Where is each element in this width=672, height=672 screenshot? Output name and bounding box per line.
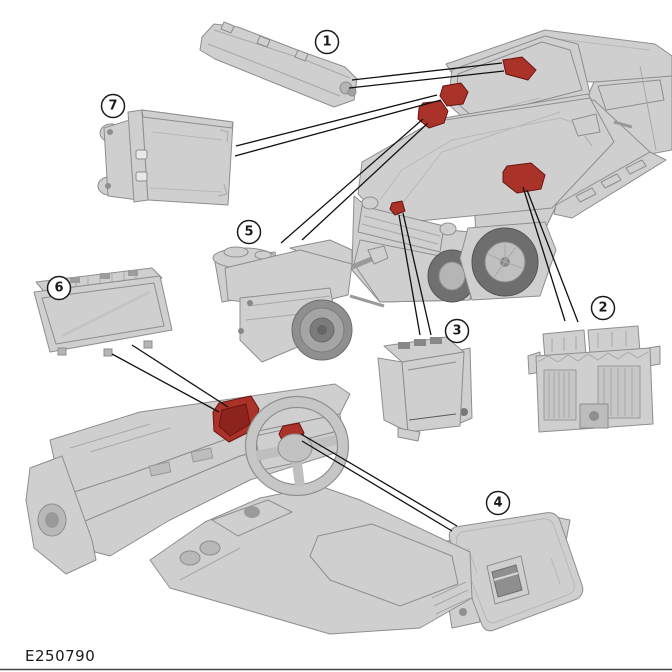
callout-3: 3 bbox=[444, 318, 470, 344]
callout-6: 6 bbox=[46, 275, 72, 301]
leader-line-1a bbox=[351, 62, 503, 81]
leader-line-4a bbox=[300, 433, 458, 527]
leader-line-2a bbox=[522, 186, 566, 322]
callout-5-number: 5 bbox=[244, 225, 253, 240]
leader-line-3a bbox=[398, 214, 421, 336]
component-1-illustration bbox=[199, 21, 358, 108]
leader-line-6a bbox=[111, 353, 220, 413]
component-5-illustration bbox=[212, 239, 389, 363]
leader-line-2b bbox=[526, 189, 579, 323]
location-marker-windshield-header bbox=[502, 56, 537, 81]
location-marker-cowl-upper bbox=[439, 82, 469, 107]
callout-2-number: 2 bbox=[598, 301, 607, 316]
leader-line-7b bbox=[234, 99, 442, 157]
location-marker-cowl-lower bbox=[417, 100, 449, 129]
vehicle-illustration bbox=[351, 29, 672, 303]
component-3-illustration bbox=[377, 336, 473, 442]
location-marker-cluster-inner bbox=[218, 403, 251, 437]
steering-wheel-illustration bbox=[244, 395, 350, 497]
instrument-panel-illustration bbox=[25, 383, 473, 635]
location-marker-grille bbox=[389, 200, 406, 216]
callout-1-number: 1 bbox=[322, 35, 331, 50]
location-marker-fender bbox=[502, 162, 546, 194]
callout-7-number: 7 bbox=[108, 99, 117, 114]
callout-2: 2 bbox=[590, 295, 616, 321]
leader-line-7a bbox=[235, 94, 438, 147]
leader-line-4b bbox=[301, 440, 453, 532]
leader-line-5b bbox=[301, 122, 429, 241]
figure-id-label: E250790 bbox=[25, 647, 95, 665]
callout-7: 7 bbox=[100, 93, 126, 119]
callouts: 1 2 3 4 5 6 7 bbox=[46, 29, 616, 516]
callout-4-number: 4 bbox=[493, 496, 502, 511]
callout-3-number: 3 bbox=[452, 324, 461, 339]
callout-5: 5 bbox=[236, 219, 262, 245]
callout-1: 1 bbox=[314, 29, 340, 55]
leader-line-3b bbox=[402, 212, 432, 336]
callout-4: 4 bbox=[485, 490, 511, 516]
component-2-illustration bbox=[527, 325, 661, 433]
leader-line-1b bbox=[348, 70, 505, 89]
leader-line-5a bbox=[280, 118, 424, 244]
leader-line-6b bbox=[131, 344, 229, 408]
component-7-illustration bbox=[97, 109, 234, 206]
component-4-illustration bbox=[431, 512, 584, 632]
callout-6-number: 6 bbox=[54, 281, 63, 296]
leader-lines bbox=[111, 62, 579, 532]
